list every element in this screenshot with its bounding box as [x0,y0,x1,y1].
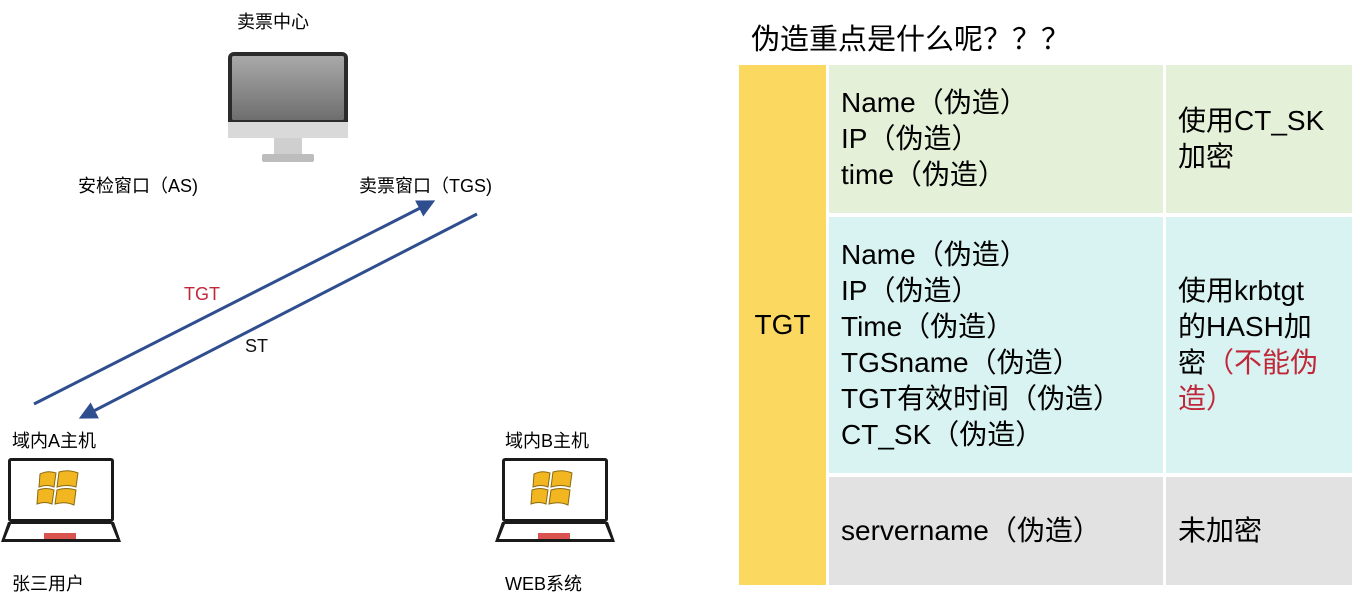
laptop-windows-icon [1,458,121,542]
row2-field-time: Time（伪造） [841,311,1015,342]
row2-field-name: Name（伪造） [841,239,1028,270]
desktop-monitor-icon [228,52,348,162]
ticket-center-label: 卖票中心 [237,12,309,32]
row2-enc-red: （不能伪 [1206,347,1319,378]
row3-fields-cell: servername（伪造） [829,477,1163,585]
row1-field-ip: IP（伪造） [841,123,980,154]
row1-field-time: time（伪造） [841,159,1006,190]
table-title: 伪造重点是什么呢？？？ [751,24,1071,56]
row1-fields-cell: Name（伪造） IP（伪造） time（伪造） [829,65,1163,213]
user-label: 张三用户 [12,574,84,594]
row2-encryption-cell: 使用krbtgt 的HASH加 密（不能伪 造） [1166,217,1352,473]
as-window-label: 安检窗口（AS) [78,176,199,196]
tgt-arrow [33,200,436,406]
laptop-windows-icon [495,458,615,542]
host-b-label: 域内B主机 [505,431,590,451]
row1-encryption-cell: 使用CT_SK 加密 [1166,65,1352,213]
st-arrow-label: ST [245,336,269,356]
flow-arrows [33,200,478,419]
row3-encryption-cell: 未加密 [1166,477,1352,585]
tgs-window-label: 卖票窗口（TGS) [359,176,492,196]
host-a-label: 域内A主机 [12,431,97,451]
row2-enc-line: 的HASH加 [1178,311,1312,342]
st-arrow [78,212,478,419]
row2-enc-red-tail: 造） [1178,383,1235,414]
tgt-column-label: TGT [754,309,811,340]
row2-enc-line: 使用krbtgt [1178,275,1305,306]
row2-enc-line-mixed: 密（不能伪 [1178,345,1318,381]
row1-enc-line: 加密 [1178,141,1235,172]
row2-enc-black: 密 [1178,347,1207,378]
tgt-arrow-label: TGT [184,284,220,304]
row3-enc-line: 未加密 [1178,515,1263,546]
row2-fields-cell: Name（伪造） IP（伪造） Time（伪造） TGSname（伪造） TGT… [829,217,1163,473]
row1-field-name: Name（伪造） [841,87,1028,118]
row2-field-ip: IP（伪造） [841,275,980,306]
row2-field-ct-sk: CT_SK（伪造） [841,419,1044,450]
tgt-column: TGT [739,65,826,585]
row2-field-tgsname: TGSname（伪造） [841,347,1081,378]
row3-field-servername: servername（伪造） [841,515,1101,546]
row1-enc-line: 使用CT_SK [1178,105,1325,136]
row2-field-tgt-validity: TGT有效时间（伪造） [841,383,1121,414]
web-system-label: WEB系统 [505,574,583,594]
